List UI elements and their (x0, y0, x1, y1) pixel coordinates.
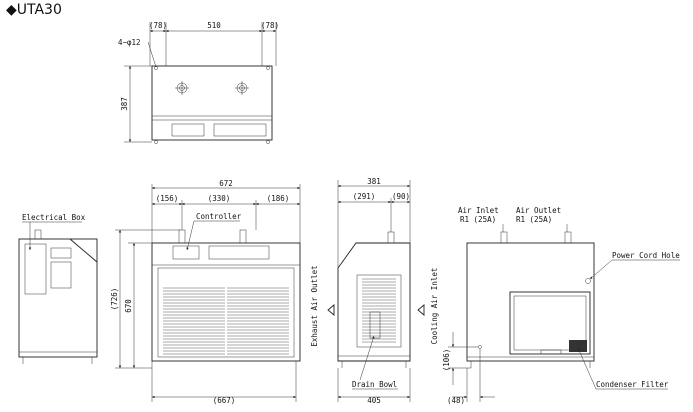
side-dim-seg1: (291) (353, 192, 376, 201)
air-inlet-size: R1 (25A) (460, 215, 496, 224)
side-dim-seg2: (90) (392, 192, 410, 201)
rear-dim-offset: (48) (447, 396, 465, 405)
side-grille-frame (356, 274, 402, 348)
condenser-filter-label: Condenser Filter (596, 380, 669, 389)
front-dim-seg2: (330) (208, 194, 231, 203)
front-grille (163, 287, 289, 355)
top-view-fitting-left (175, 81, 189, 95)
top-dim-right: (78) (261, 21, 279, 30)
side-view-body (337, 242, 411, 362)
rear-view: Air Inlet R1 (25A) Air Outlet R1 (25A) P… (442, 206, 680, 405)
front-grille-frame (157, 267, 295, 358)
left-side-view: Electrical Box (18, 213, 98, 364)
air-inlet-fitting (500, 231, 508, 244)
electrical-box (24, 243, 47, 295)
power-cord-hole-label: Power Cord Hole (612, 251, 680, 260)
exhaust-arrow-icon (327, 304, 335, 316)
air-outlet-label: Air Outlet (516, 206, 561, 215)
mounting-hole (266, 140, 270, 144)
rear-dim-height: (106) (442, 349, 451, 372)
top-dim-left: (78) (149, 21, 167, 30)
front-dim-seg3: (186) (267, 194, 290, 203)
controller-label: Controller (196, 212, 242, 221)
side-dim-bottom: 405 (367, 396, 381, 405)
front-view-body (151, 242, 301, 362)
air-inlet-label: Air Inlet (458, 206, 499, 215)
rear-view-body (466, 242, 595, 362)
condenser-filter (569, 340, 587, 352)
front-dim-total-height: (726) (110, 288, 119, 311)
top-view: (78) 510 (78) 4−φ12 387 (118, 21, 279, 144)
mounting-hole (266, 66, 270, 70)
controller-panel (172, 245, 200, 260)
air-outlet-fitting (564, 231, 572, 244)
side-grille (362, 278, 396, 343)
front-dim-body-height: 670 (124, 299, 133, 313)
top-view-body (151, 65, 273, 141)
power-cord-hole (585, 278, 591, 284)
front-dim-overall: 672 (219, 179, 233, 188)
electrical-box-label: Electrical Box (22, 213, 86, 222)
front-dim-bottom: (667) (213, 396, 236, 405)
side-dim-overall: 381 (367, 177, 381, 186)
drain-bowl (369, 311, 381, 339)
mounting-hole (154, 140, 158, 144)
drain-bowl-label: Drain Bowl (352, 380, 397, 389)
exhaust-air-outlet-label: Exhaust Air Outlet (310, 265, 319, 346)
hole-spec-label: 4−φ12 (118, 38, 141, 47)
top-view-fitting-right (235, 81, 249, 95)
top-dim-center: 510 (207, 21, 221, 30)
top-dim-depth: 387 (120, 97, 129, 111)
model-title: ◆UTA30 (6, 2, 62, 18)
inlet-arrow-icon (417, 304, 425, 316)
front-view: 672 (156) (330) (186) Controller (726) 6… (110, 179, 301, 405)
front-dim-seg1: (156) (156, 194, 179, 203)
side-view: Exhaust Air Outlet Cooling Air Inlet 381… (310, 177, 439, 405)
air-outlet-size: R1 (25A) (516, 215, 552, 224)
cooling-air-inlet-label: Cooling Air Inlet (430, 268, 439, 345)
